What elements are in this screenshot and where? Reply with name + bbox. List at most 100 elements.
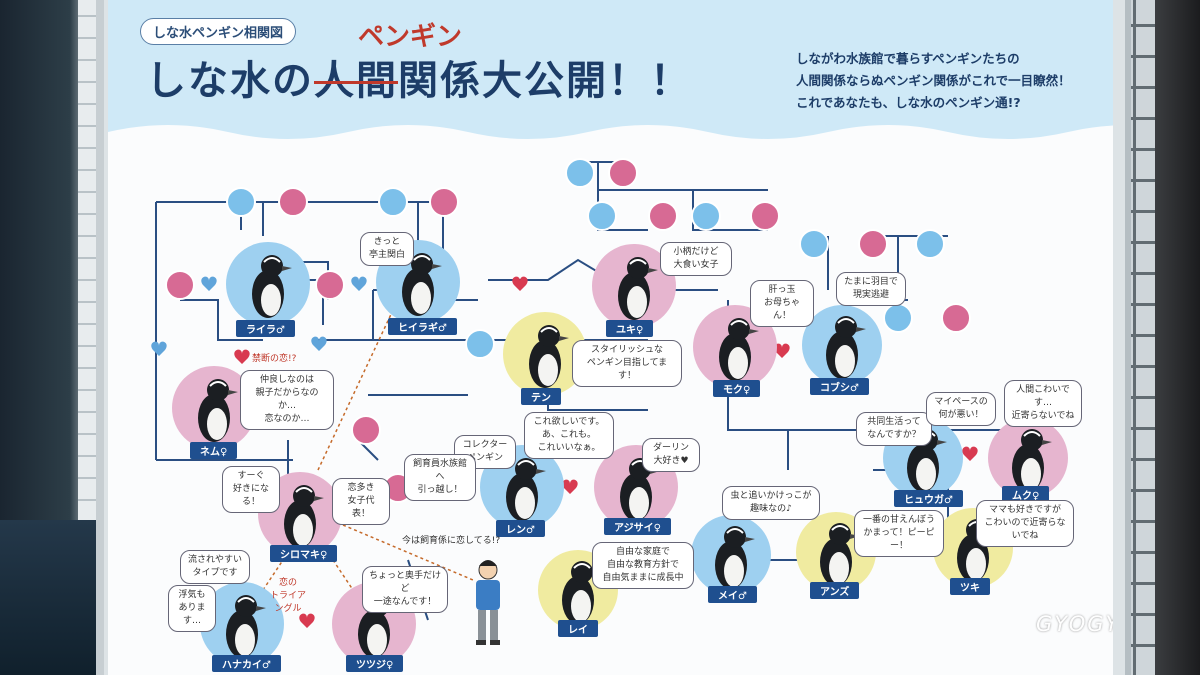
penguin-beak xyxy=(282,266,292,271)
title-struck-word: 人間 xyxy=(314,58,398,104)
penguin-stripe xyxy=(413,255,431,261)
watermark: GYOGYOSANPO xyxy=(1036,612,1113,636)
penguin-beak xyxy=(856,327,866,332)
speech-bubble: 人間こわいです…近寄らないでね xyxy=(1004,380,1082,427)
speech-bubble: 飼育員水族館へ引っ越し！ xyxy=(404,454,476,501)
penguin-belly xyxy=(515,487,535,519)
intro-line: しながわ水族館で暮らすペンギンたちの xyxy=(796,51,1020,66)
speech-bubble: 肝っ玉お母ちゃん！ xyxy=(750,280,814,327)
speech-bubble: コレクターペンギン xyxy=(454,435,516,469)
penguin-relationship-poster: しな水ペンギン相関図 ペンギン しな水の人間関係大公開！！ しながわ水族館で暮ら… xyxy=(108,0,1113,675)
speech-bubble: たまに羽目で現実逃避 xyxy=(836,272,906,306)
penguin-beak xyxy=(432,264,442,269)
penguin-stripe xyxy=(237,597,255,603)
poster-subtitle: しな水ペンギン相関図 xyxy=(140,18,297,45)
penguin-beak xyxy=(749,329,759,334)
speech-bubble: これ欲しいです。あ、これも。これいいなぁ。 xyxy=(524,412,614,459)
penguin-belly xyxy=(207,408,227,440)
penguin-belly xyxy=(966,548,986,580)
speech-bubble: 浮気もあります… xyxy=(168,585,216,632)
penguin-stripe xyxy=(295,487,313,493)
speech-bubble: 小柄だけど大食い女子 xyxy=(660,242,732,276)
speech-bubble: 共同生活ってなんですか？ xyxy=(856,412,932,446)
penguin-beak xyxy=(536,469,546,474)
penguin-name: メイ♂ xyxy=(708,586,757,603)
penguin-beak xyxy=(228,390,238,395)
speech-bubble: すーぐ好きになる！ xyxy=(222,466,280,513)
penguin-belly xyxy=(1021,458,1041,490)
speech-bubble: ママも好きですがこわいので近寄らないでね xyxy=(976,500,1074,547)
penguin-belly xyxy=(835,345,855,377)
penguin-name: ムク♀ xyxy=(1002,486,1050,503)
penguin-name: ツキ xyxy=(950,578,990,595)
penguin-stripe xyxy=(540,327,558,333)
speech-bubble: スタイリッシュなペンギン目指してます！ xyxy=(572,340,682,387)
tile-column xyxy=(78,0,100,675)
penguin-belly xyxy=(411,282,431,314)
penguin-belly xyxy=(235,624,255,656)
penguin-belly xyxy=(293,514,313,546)
penguin-stripe xyxy=(209,381,227,387)
staff-figure xyxy=(476,560,500,645)
speech-bubble: 自由な家庭で自由な教育方針で自由気ままに成長中 xyxy=(592,542,694,589)
penguin-name: ネム♀ xyxy=(190,442,238,459)
penguin-beak xyxy=(937,440,947,445)
penguin-belly xyxy=(261,284,281,316)
penguin-stripe xyxy=(730,320,748,326)
intro-line: これであなたも、しな水のペンギン通!? xyxy=(796,95,1021,110)
penguin-belly xyxy=(627,286,647,318)
penguin-name: アジサイ♀ xyxy=(604,518,671,535)
penguin-belly xyxy=(538,354,558,386)
speech-bubble: マイペースの何が悪い！ xyxy=(926,392,996,426)
speech-bubble: 虫と追いかけっこが趣味なの♪ xyxy=(722,486,820,520)
title-correction: ペンギン xyxy=(358,22,463,52)
penguin-belly xyxy=(367,624,387,656)
penguin-name: ツツジ♀ xyxy=(346,655,404,672)
penguin-name: コブシ♂ xyxy=(810,378,869,395)
penguin-belly xyxy=(571,590,591,622)
speech-bubble: ダーリン大好き♥ xyxy=(642,438,700,472)
penguin-name: アンズ xyxy=(810,582,860,599)
penguin-belly xyxy=(629,487,649,519)
title-end: 関係大公開！！ xyxy=(398,58,692,104)
penguin-name: モク♀ xyxy=(713,380,761,397)
penguin-stripe xyxy=(1023,431,1041,437)
aquarium-floor xyxy=(0,520,96,675)
penguin-stripe xyxy=(573,563,591,569)
love-triangle-label: 恋のトライアングル xyxy=(269,578,306,614)
penguin-belly xyxy=(829,552,849,584)
speech-bubble: 恋多き女子代表！ xyxy=(332,478,390,525)
dark-post xyxy=(1155,0,1200,675)
intro-line: 人間関係ならぬペンギン関係がこれで一目瞭然！ xyxy=(796,73,1071,88)
penguin-stripe xyxy=(263,257,281,263)
speech-bubble: 流されやすいタイプです xyxy=(180,550,250,584)
penguin-beak xyxy=(559,336,569,341)
speech-bubble: きっと亭主関白 xyxy=(360,232,414,266)
penguin-name: レン♂ xyxy=(496,520,545,537)
penguin-name: ヒュウガ♂ xyxy=(894,490,963,507)
penguin-stripe xyxy=(831,525,849,531)
penguin-beak xyxy=(648,268,658,273)
penguin-name: テン xyxy=(521,388,561,405)
penguin-name: ユキ♀ xyxy=(606,320,654,337)
penguin-name: ヒイラギ♂ xyxy=(388,318,457,335)
penguin-beak xyxy=(745,537,755,542)
penguin-beak xyxy=(314,496,324,501)
penguin-name: レイ xyxy=(558,620,598,637)
note-label: 今は飼育係に恋してる!? xyxy=(402,536,501,546)
penguin-stripe xyxy=(629,259,647,265)
penguin-beak xyxy=(1042,440,1052,445)
penguin-belly xyxy=(728,347,748,379)
penguin-name: シロマキ♀ xyxy=(270,545,338,562)
penguin-beak xyxy=(256,606,266,611)
speech-bubble: 仲良しなのは親子だからなのか…恋なのか… xyxy=(240,370,334,430)
penguin-stripe xyxy=(517,460,535,466)
forbidden-love-label: 禁断の恋!? xyxy=(252,354,297,364)
penguin-belly xyxy=(724,555,744,587)
title-start: しな水の xyxy=(146,58,314,104)
penguin-stripe xyxy=(726,528,744,534)
intro-text: しながわ水族館で暮らすペンギンたちの 人間関係ならぬペンギン関係がこれで一目瞭然… xyxy=(796,48,1096,114)
speech-bubble: ちょっと奥手だけど一途なんです！ xyxy=(362,566,448,613)
penguin-stripe xyxy=(837,318,855,324)
poster-title: しな水の人間関係大公開！！ xyxy=(146,48,692,106)
